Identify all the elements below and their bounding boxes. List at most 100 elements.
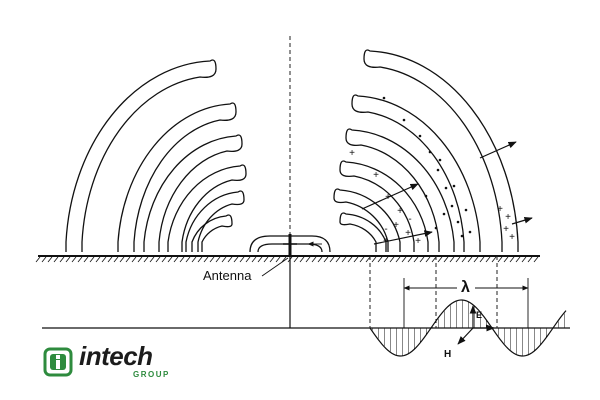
ground-hatch-line — [311, 256, 317, 263]
plus-marker: + — [373, 170, 379, 181]
ground-hatch-line — [299, 256, 305, 263]
ground-hatch-line — [143, 256, 149, 263]
ground-hatch-line — [455, 256, 461, 263]
field-dot — [436, 168, 440, 172]
ground-hatch-line — [185, 256, 191, 263]
ground-hatch-line — [413, 256, 419, 263]
ground-hatch-line — [35, 256, 41, 263]
ground-hatch-line — [371, 256, 377, 263]
field-dot — [434, 226, 438, 230]
ground-hatch-line — [119, 256, 125, 263]
ground-hatch-line — [365, 256, 371, 263]
ground-hatch-line — [323, 256, 329, 263]
ground-hatch-line — [233, 256, 239, 263]
ground-hatch-line — [149, 256, 155, 263]
minus-marker: - — [408, 214, 411, 225]
field-dot — [444, 186, 448, 190]
ground-hatch-line — [161, 256, 167, 263]
ground-hatch-line — [329, 256, 335, 263]
ground-hatch-line — [473, 256, 479, 263]
ground-hatch-line — [47, 256, 53, 263]
ground-hatch-line — [197, 256, 203, 263]
ground-hatch-line — [131, 256, 137, 263]
ground-hatch-line — [527, 256, 533, 263]
right-field-lines — [333, 49, 519, 252]
e-field-label: E — [476, 310, 482, 320]
ground-hatch-line — [353, 256, 359, 263]
ground-hatch-line — [341, 256, 347, 263]
plus-marker: + — [397, 206, 403, 217]
right-field-loop — [363, 49, 519, 252]
left-field-lines — [65, 59, 247, 252]
field-dot — [418, 134, 422, 138]
ground-hatch-line — [245, 256, 251, 263]
ground-hatch-line — [209, 256, 215, 263]
field-dot — [424, 194, 428, 198]
intech-logo: intech GROUP — [43, 341, 173, 381]
field-dot — [460, 234, 464, 238]
ground-hatch-line — [263, 256, 269, 263]
ground-hatch-line — [383, 256, 389, 263]
right-field-loop — [333, 188, 401, 252]
antenna-element — [283, 234, 297, 256]
minus-marker: - — [384, 224, 387, 235]
propagation-arrows — [361, 141, 533, 245]
ground-hatch-line — [317, 256, 323, 263]
intech-logo-word: intech — [79, 341, 153, 371]
ground-hatch-line — [83, 256, 89, 263]
ground-hatch-line — [437, 256, 443, 263]
ground — [35, 255, 540, 263]
ground-hatch-line — [497, 256, 503, 263]
intech-logo-subtext: GROUP — [133, 370, 170, 379]
plus-marker: + — [349, 148, 355, 159]
h-field-label: H — [444, 349, 451, 360]
ground-hatch-line — [173, 256, 179, 263]
field-dots — [382, 96, 472, 238]
eh-vectors — [457, 305, 495, 345]
ground-hatch-line — [389, 256, 395, 263]
left-field-loop — [65, 59, 217, 252]
ground-hatch-line — [533, 256, 539, 263]
field-dot — [464, 208, 468, 212]
ground-hatch-line — [167, 256, 173, 263]
ground-hatch-line — [395, 256, 401, 263]
field-dot — [468, 230, 472, 234]
ground-hatch-line — [479, 256, 485, 263]
ground-hatch-line — [137, 256, 143, 263]
antenna-label: Antenna — [203, 268, 252, 283]
ground-hatch-line — [347, 256, 353, 263]
ground-hatch-line — [407, 256, 413, 263]
ground-hatch-line — [113, 256, 119, 263]
ground-hatch-line — [467, 256, 473, 263]
ground-hatch-line — [155, 256, 161, 263]
plus-marker: + — [503, 224, 509, 235]
ground-hatch-line — [491, 256, 497, 263]
ground-hatch-line — [221, 256, 227, 263]
ground-hatch-line — [53, 256, 59, 263]
left-field-loop — [143, 134, 243, 252]
ground-hatch-line — [443, 256, 449, 263]
left-field-loop — [167, 164, 247, 252]
field-dot — [402, 118, 406, 122]
ground-hatch-line — [449, 256, 455, 263]
ground-hatch-line — [503, 256, 509, 263]
ground-hatch-line — [239, 256, 245, 263]
plus-marker: + — [405, 228, 411, 239]
ground-hatch-line — [425, 256, 431, 263]
antenna-leader — [261, 257, 289, 277]
near-field-loop — [249, 235, 331, 253]
ground-hatch-line — [77, 256, 83, 263]
wave — [369, 299, 567, 357]
ground-hatch-line — [419, 256, 425, 263]
right-field-loop — [351, 94, 481, 252]
field-dot — [450, 204, 454, 208]
plus-marker: + — [393, 220, 399, 231]
ground-hatch-line — [257, 256, 263, 263]
ground-hatch-line — [203, 256, 209, 263]
ground-hatch-line — [293, 256, 299, 263]
ground-hatch-line — [275, 256, 281, 263]
left-field-loop — [191, 214, 233, 252]
ground-hatch-line — [41, 256, 47, 263]
field-dot — [456, 220, 460, 224]
